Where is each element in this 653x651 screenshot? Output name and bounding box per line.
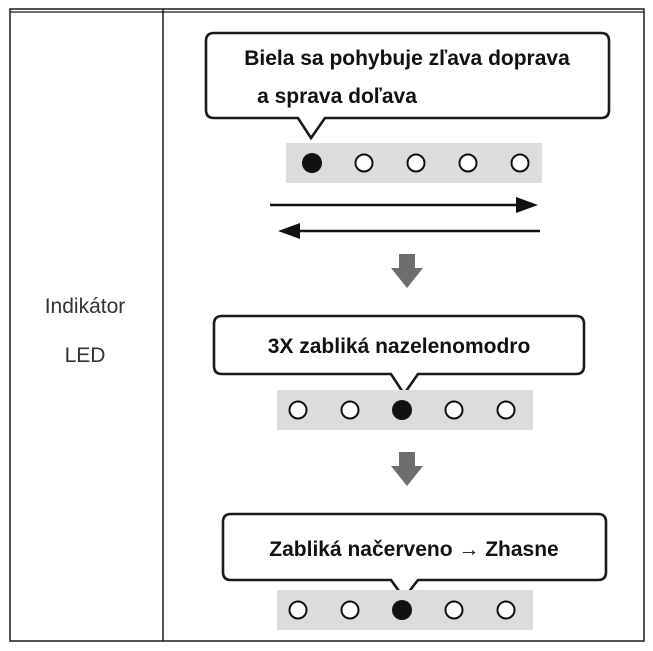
led-on-icon	[302, 153, 322, 173]
down-arrow-icon	[391, 452, 423, 486]
step-3-text: Zabliká načerveno → Zhasne	[269, 538, 558, 561]
led-off-icon	[444, 600, 464, 620]
led-off-icon	[496, 400, 516, 420]
label-indicator: Indikátor	[45, 295, 126, 318]
led-row-step-2	[288, 400, 516, 420]
arrow-right-head	[516, 197, 538, 213]
led-off-icon	[288, 600, 308, 620]
led-off-icon	[354, 153, 374, 173]
led-off-icon	[288, 400, 308, 420]
arrow-left-head	[278, 223, 300, 239]
speech-bubble-step-2	[212, 314, 586, 397]
led-on-icon	[392, 400, 412, 420]
led-off-icon	[340, 600, 360, 620]
motion-arrows	[270, 197, 540, 239]
table-border	[9, 8, 645, 642]
led-row-step-3	[288, 600, 516, 620]
step-2-text: 3X zabliká nazelenomodro	[268, 335, 531, 358]
speech-bubble-step-1	[204, 31, 611, 141]
led-off-icon	[340, 400, 360, 420]
label-led: LED	[65, 344, 106, 367]
speech-bubble-step-3	[221, 512, 608, 601]
led-off-icon	[496, 600, 516, 620]
led-off-icon	[444, 400, 464, 420]
step-1-text-line-2: a sprava doľava	[257, 85, 417, 108]
led-on-icon	[392, 600, 412, 620]
step-1-text-line-1: Biela sa pohybuje zľava doprava	[244, 47, 570, 70]
led-off-icon	[406, 153, 426, 173]
led-off-icon	[458, 153, 478, 173]
led-row-step-1	[302, 153, 530, 173]
down-arrow-icon	[391, 254, 423, 288]
led-off-icon	[510, 153, 530, 173]
